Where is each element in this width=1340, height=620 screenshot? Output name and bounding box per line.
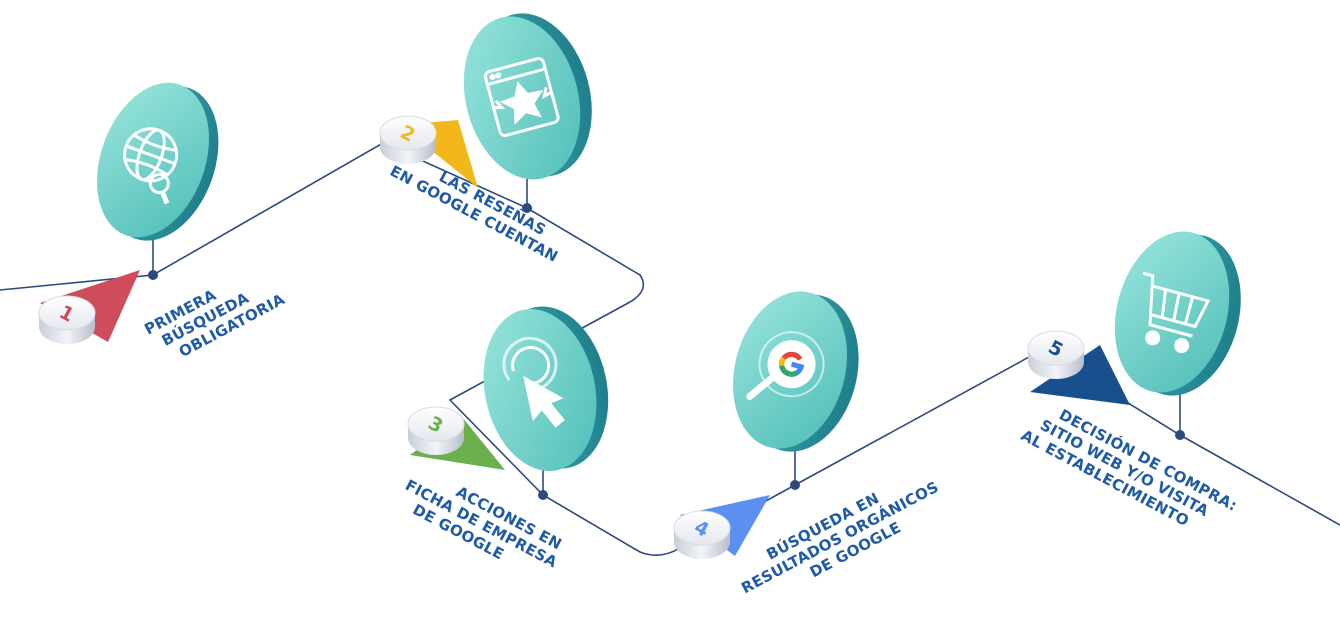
step-5-label: DECISIÓN DE COMPRA: SITIO WEB Y/O VISITA… <box>1018 393 1246 549</box>
browser-star-review-icon <box>483 57 560 138</box>
shopping-cart-icon <box>1142 271 1211 354</box>
step-3-number-puck: 3 <box>407 406 465 455</box>
step-5-flag <box>1030 345 1130 405</box>
step-3-icon-disc <box>483 306 609 472</box>
step-4: 4 BÚSQUEDA EN RESULTADOS ORGÁNICOS DE GO… <box>673 291 955 613</box>
step-3: 3 ACCIONES EN FICHA DE EMPRESA DE GOOGLE <box>394 306 609 590</box>
globe-search-icon <box>123 127 179 205</box>
step-2: 2 LAS RESEÑAS EN GOOGLE CUENTAN <box>379 13 592 266</box>
step-1-icon-disc <box>96 82 219 241</box>
step-4-label: BÚSQUEDA EN RESULTADOS ORGÁNICOS DE GOOG… <box>729 458 955 613</box>
step-1-label: PRIMERA BÚSQUEDA OBLIGATORIA <box>141 258 287 370</box>
step-2-icon-disc <box>463 13 592 180</box>
step-2-number-puck: 2 <box>379 115 437 164</box>
cursor-click-icon <box>502 336 565 428</box>
step-3-label: ACCIONES EN FICHA DE EMPRESA DE GOOGLE <box>394 460 574 590</box>
step-4-number-puck: 4 <box>673 510 731 559</box>
step-5-icon-disc <box>1114 231 1241 396</box>
step-5-number-puck: 5 <box>1027 330 1085 379</box>
step-1-number-puck: 1 <box>38 295 96 344</box>
step-5: 5 DECISIÓN DE COMPRA: SITIO WEB Y/O VISI… <box>1018 231 1246 549</box>
step-4-icon-disc <box>732 291 859 452</box>
google-magnifier-icon <box>746 331 825 400</box>
